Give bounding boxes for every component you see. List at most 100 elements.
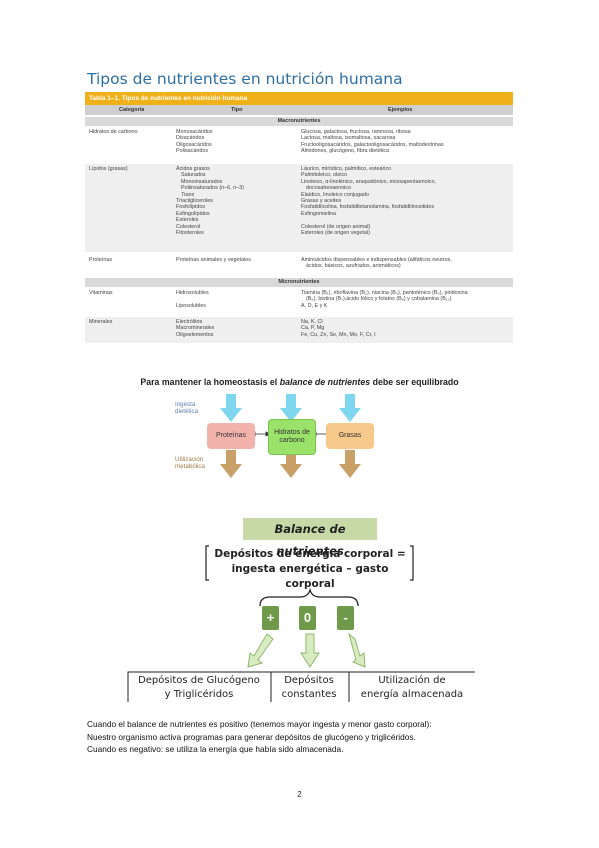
balance-title: Balance de nutrientes — [243, 518, 377, 558]
outcome-negative: Utilización de energía almacenada — [349, 674, 475, 702]
page-title: Tipos de nutrientes en nutrición humana — [87, 70, 403, 88]
type-item: Monoinsaturados — [181, 178, 223, 185]
input-arrow — [220, 394, 242, 422]
section-macronutrientes: Macronutrientes — [85, 117, 513, 126]
type-item: Trans — [181, 191, 195, 198]
row-category: Vitaminas — [89, 290, 113, 296]
example-item: Fosfatidilcolina, fosfatidiletanolamina,… — [301, 204, 435, 211]
type-item: Oligosacáridos — [176, 141, 212, 148]
row-category: Minerales — [89, 319, 113, 325]
box-proteinas: Proteínas — [207, 423, 255, 449]
example-item: A, D, E y K — [301, 302, 328, 309]
row-examples: Glucosa, galactosa, fructosa, ramnosa, r… — [301, 129, 444, 155]
row-types: Proteínas animales y vegetales — [176, 257, 251, 263]
example-item: Elaídico, linoleico conjugado — [301, 191, 370, 198]
curly-brace — [259, 587, 359, 607]
type-item: Polisacáridos — [176, 148, 209, 155]
type-item: Ácidos grasos — [176, 166, 210, 172]
row-category: Proteínas — [89, 257, 113, 263]
example-item: ácidos, básicos, azufrados, aromáticos) — [306, 263, 401, 270]
sign-negative: - — [337, 606, 354, 630]
utilizacion-label: Utilización metabólica — [175, 456, 205, 470]
outcome-line: energía almacenada — [360, 689, 464, 700]
outcome-line: Utilización de — [378, 675, 446, 686]
example-item: Esteroles (de origen vegetal) — [301, 230, 370, 237]
equation-line: ingesta energética – gasto corporal — [231, 563, 389, 590]
balance-equation: Depósitos de energía corporal = ingesta … — [212, 547, 408, 592]
type-item: Esteroles — [176, 217, 199, 224]
row-examples: Láurico, mirístico, palmítico, esteárico… — [301, 166, 436, 236]
equation-line: Depósitos de energía corporal = — [214, 548, 406, 560]
table-row: Minerales Electrólitos Macrominerales Ol… — [85, 317, 513, 343]
outcome-positive: Depósitos de Glucógeno y Triglicéridos — [130, 674, 268, 702]
ingesta-label-line: dietética — [175, 408, 199, 415]
row-examples: Na, K, Cl Ca, P, Mg Fe, Cu, Zn, Se, Mn, … — [301, 319, 376, 338]
section-micronutrientes: Micronutrientes — [85, 278, 513, 287]
utilizacion-label-line: metabólica — [175, 463, 205, 470]
row-types: Electrólitos Macrominerales Oligoelement… — [176, 319, 214, 338]
table-row: Vitaminas Hidrosolubles Liposolubles Tia… — [85, 288, 513, 315]
example-item: Almidones, glucógeno, fibra dietética — [301, 148, 390, 155]
example-item: Láurico, mirístico, palmítico, esteárico — [301, 166, 392, 172]
type-item: Macrominerales — [176, 325, 215, 332]
type-item: Monosacáridos — [176, 129, 213, 135]
outcome-line: Depósitos de Glucógeno — [138, 675, 260, 686]
example-item: Palmitoleico, oleico — [301, 172, 348, 179]
page-number: 2 — [297, 790, 302, 799]
flow-title-part: debe ser equilibrado — [370, 377, 459, 387]
balance-connectors — [127, 545, 475, 702]
type-item: Fitosteroles — [176, 230, 204, 237]
input-arrows — [220, 394, 361, 422]
type-item: Triacilgliceroles — [176, 198, 213, 205]
paragraph-line: Cuando el balance de nutrientes es posit… — [87, 719, 432, 729]
outcome-line: Depósitos — [284, 675, 334, 686]
outcome-line: y Triglicéridos — [164, 689, 234, 700]
table-row: Proteínas Proteínas animales y vegetales… — [85, 255, 513, 275]
header-categoria: Categoría — [119, 107, 145, 113]
box-grasas: Grasas — [326, 423, 374, 449]
example-item: Na, K, Cl — [301, 319, 323, 325]
outcome-arrow — [348, 632, 366, 668]
type-item: Disacáridos — [176, 135, 205, 142]
example-item: Glucosa, galactosa, fructosa, ramnosa, r… — [301, 129, 411, 135]
example-item: Tiamina (B₁), riboflavina (B₂), niacina … — [301, 290, 468, 296]
header-tipo: Tipo — [231, 107, 243, 113]
input-arrow — [280, 394, 302, 422]
input-arrow — [339, 394, 361, 422]
type-item: Oligoelementos — [176, 331, 214, 338]
type-item: Colesterol — [176, 223, 201, 230]
outcome-arrow — [247, 633, 274, 668]
paragraph-line: Nuestro organismo activa programas para … — [87, 731, 416, 742]
row-category: Lípidos (grasas) — [89, 166, 128, 172]
output-arrows — [220, 450, 361, 478]
flow-title-part: Para mantener la homeostasis el — [140, 377, 280, 387]
sign-positive: + — [262, 606, 279, 630]
outcome-arrows — [247, 632, 366, 668]
example-item: Fe, Cu, Zn, Se, Mn, Mo, F, Cr, I — [301, 331, 376, 338]
table-row: Lípidos (grasas) Ácidos grasos Saturados… — [85, 164, 513, 252]
type-item: Esfingolípidos — [176, 210, 210, 217]
table-row: Hidratos de carbono Monosacáridos Disacá… — [85, 127, 513, 160]
example-item: Esfingomielina — [301, 210, 337, 217]
example-item: Linoleico, α-linolénico, araquidónico, e… — [301, 178, 436, 185]
example-item: Ca, P, Mg — [301, 325, 325, 332]
sign-zero: 0 — [299, 606, 316, 630]
row-types: Monosacáridos Disacáridos Oligosacáridos… — [176, 129, 213, 155]
outcome-arrow — [300, 633, 320, 668]
example-item: docosahexaenoico — [306, 185, 351, 192]
equation-brackets — [205, 545, 414, 581]
utilizacion-label-line: Utilización — [175, 456, 204, 463]
row-examples: Tiamina (B₁), riboflavina (B₂), niacina … — [301, 290, 468, 309]
ingesta-label: Ingesta dietética — [175, 401, 198, 415]
ingesta-label-line: Ingesta — [175, 401, 196, 408]
bracket-left — [205, 545, 209, 581]
example-item: Grasas y aceites — [301, 198, 342, 205]
explanation-paragraph: Cuando el balance de nutrientes es posit… — [87, 718, 517, 756]
table-title: Tabla 1–1. Tipos de nutrientes en nutric… — [85, 92, 513, 105]
output-arrow — [280, 450, 302, 478]
type-item: Electrólitos — [176, 319, 203, 325]
type-item: Hidrosolubles — [176, 290, 209, 296]
example-item: Fructooligosacáridos, galactooligosacári… — [301, 141, 444, 148]
outcome-brackets — [127, 671, 475, 702]
row-types: Hidrosolubles Liposolubles — [176, 290, 209, 309]
